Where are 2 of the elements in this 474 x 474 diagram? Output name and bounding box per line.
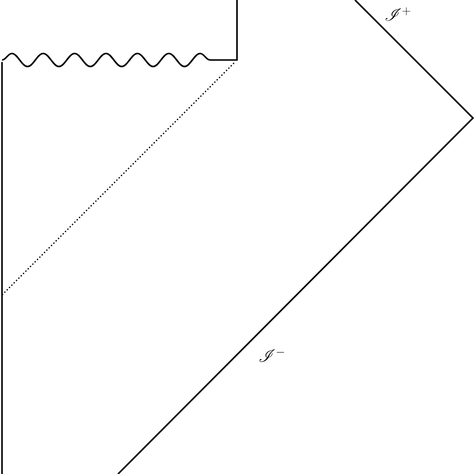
scri-label: $\mathscr{I}^+$ (386, 7, 410, 21)
scri-label: $\mathscr{I}^-$ (259, 349, 284, 362)
